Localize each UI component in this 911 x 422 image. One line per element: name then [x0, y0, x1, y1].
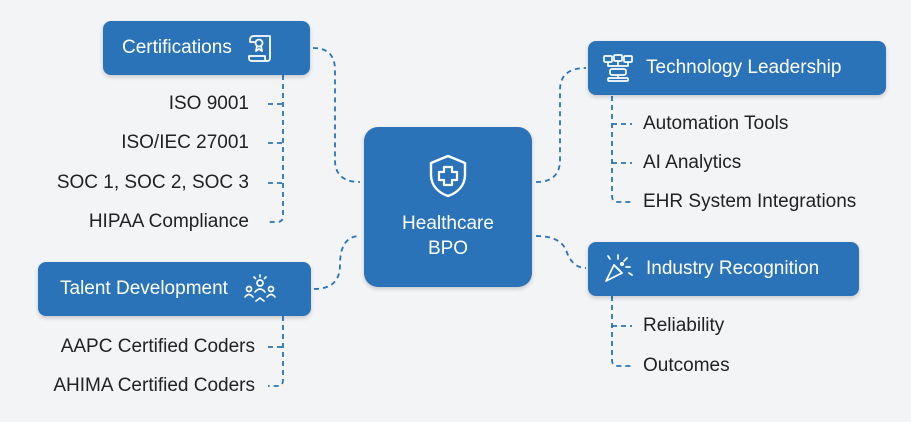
certifications-item-2: ISO/IEC 27001 [121, 132, 249, 153]
industry-recognition-title: Industry Recognition [646, 258, 820, 279]
technology-item-2: AI Analytics [643, 152, 742, 173]
celebration-icon [605, 254, 633, 282]
technology-item-3: EHR System Integrations [643, 191, 857, 212]
certifications-item-3: SOC 1, SOC 2, SOC 3 [56, 172, 249, 193]
technology-item-1: Automation Tools [643, 113, 789, 134]
center-node: Healthcare BPO [364, 127, 532, 287]
industry-recognition-node: Industry Recognition [588, 242, 859, 296]
talent-item-2: AHIMA Certified Coders [53, 375, 255, 396]
certifications-item-1: ISO 9001 [168, 93, 249, 114]
talent-development-title: Talent Development [60, 278, 228, 299]
center-title-line1: Healthcare [402, 213, 494, 234]
technology-leadership-node: Technology Leadership [588, 41, 886, 95]
certifications-title: Certifications [122, 37, 232, 58]
certifications-item-4: HIPAA Compliance [88, 211, 249, 232]
recognition-item-2: Outcomes [643, 355, 730, 376]
shield-cross-icon [429, 154, 467, 198]
recognition-item-1: Reliability [643, 315, 725, 336]
technology-leadership-title: Technology Leadership [646, 57, 842, 78]
certifications-node: Certifications [103, 21, 310, 75]
talent-development-node: Talent Development [38, 262, 311, 316]
talent-item-1: AAPC Certified Coders [60, 336, 255, 357]
center-title-line2: BPO [427, 238, 469, 259]
certificate-icon [247, 35, 271, 62]
network-icon [603, 54, 633, 82]
team-icon [244, 274, 276, 302]
